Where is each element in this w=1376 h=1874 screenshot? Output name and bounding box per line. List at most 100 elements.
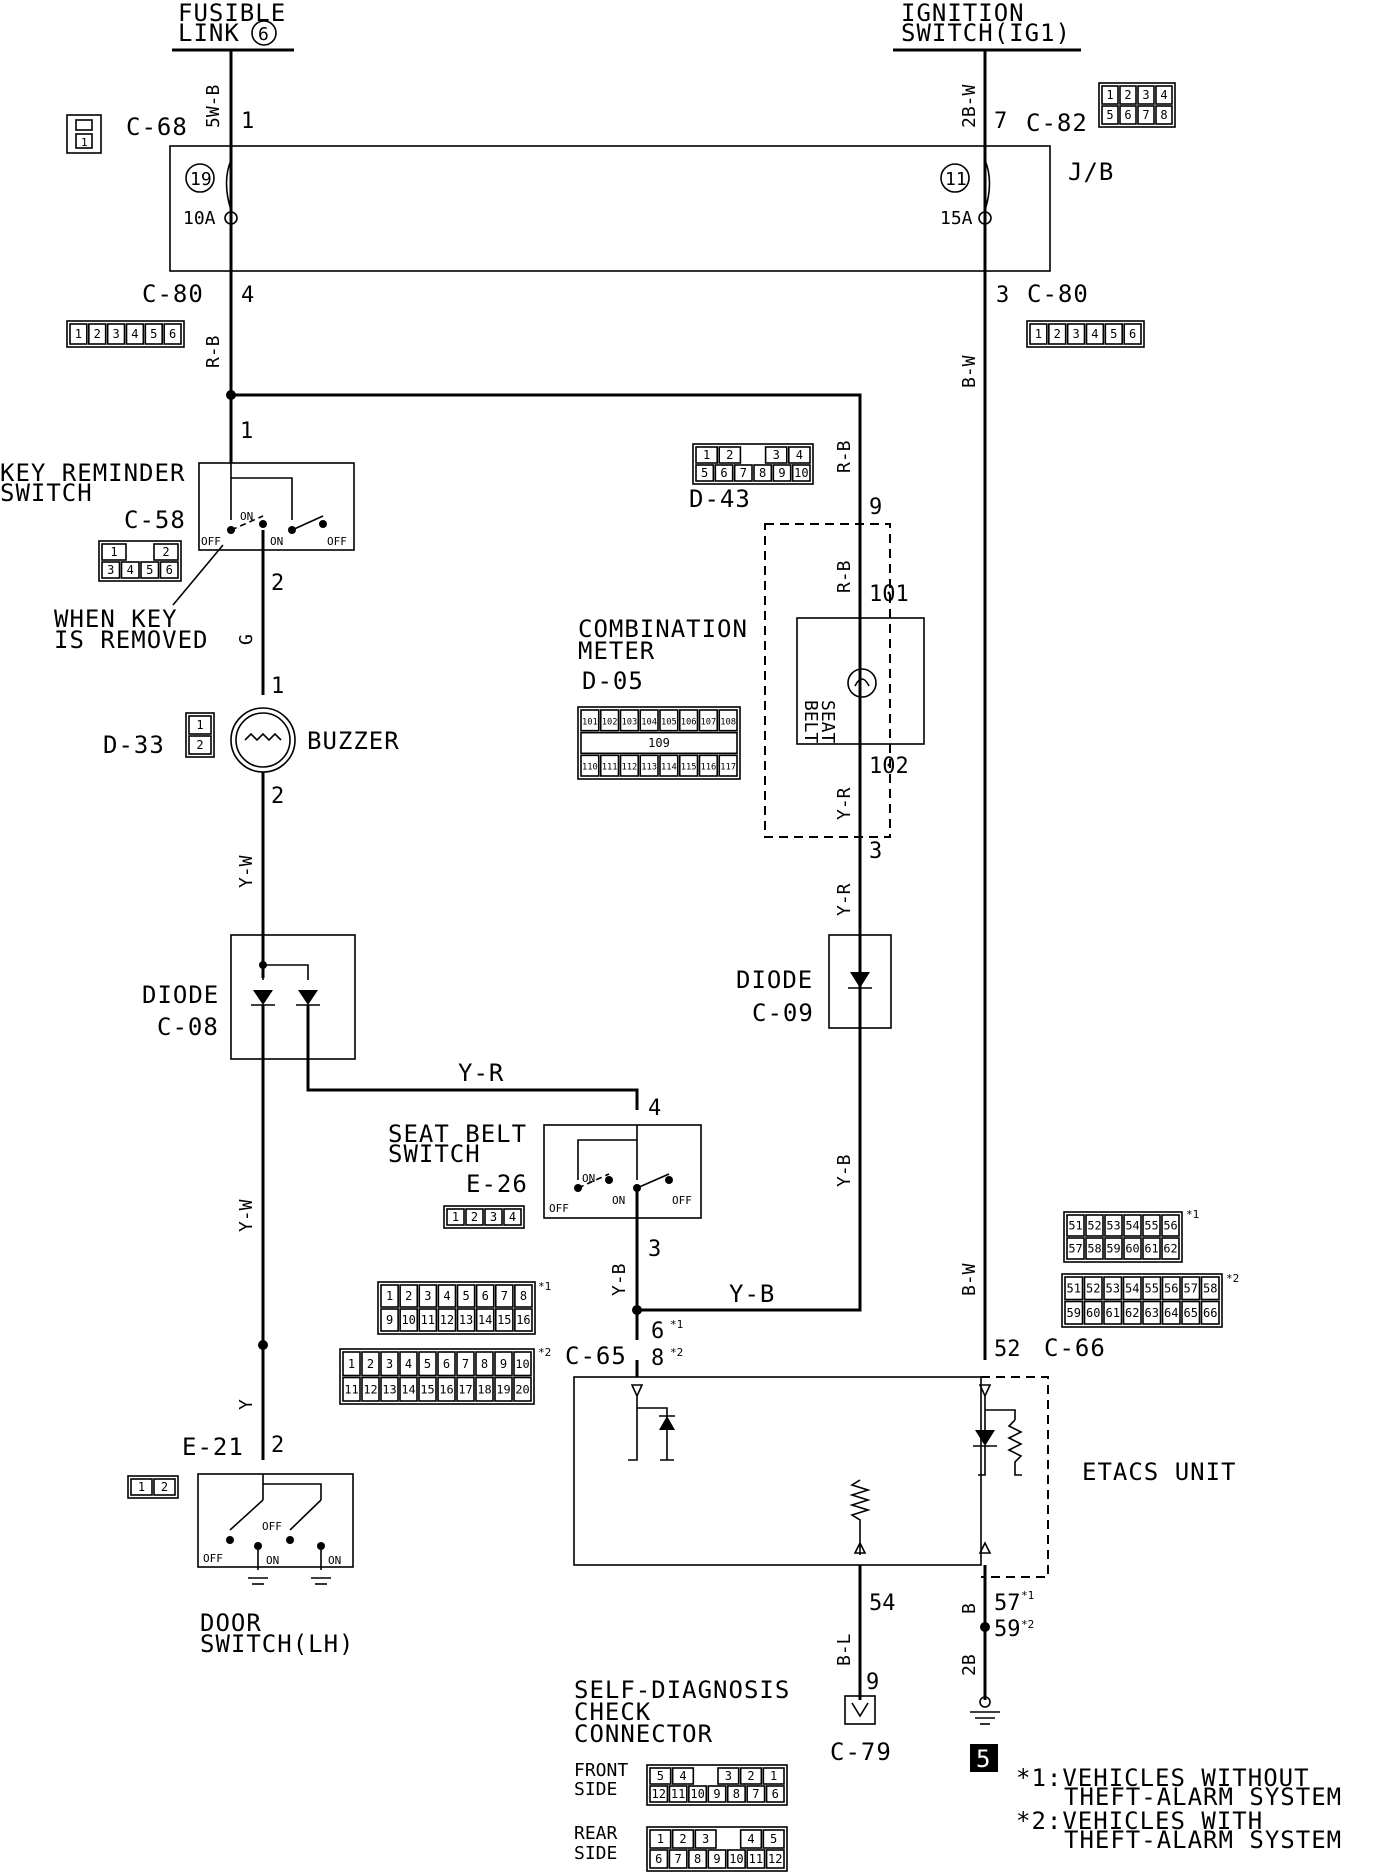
svg-text:1: 1 xyxy=(241,109,254,134)
diode-c09: DIODE C-09 xyxy=(736,934,892,1029)
svg-text:54: 54 xyxy=(869,1591,896,1616)
svg-text:C-80: C-80 xyxy=(142,280,204,308)
svg-text:57: 57 xyxy=(994,1591,1021,1616)
pin-number: 2 xyxy=(1124,88,1131,102)
wire-color-bw-top: B-W xyxy=(959,355,980,388)
pin-number: 61 xyxy=(1106,1306,1120,1320)
pin-number: 51 xyxy=(1067,1281,1081,1295)
wire-color-yb-bottom: Y-B xyxy=(729,1280,775,1308)
pin-cell xyxy=(140,561,160,579)
svg-text:THEFT-ALARM SYSTEM: THEFT-ALARM SYSTEM xyxy=(1064,1783,1342,1811)
svg-text:CONNECTOR: CONNECTOR xyxy=(574,1720,713,1748)
pin-cell xyxy=(714,464,734,482)
pin-number: 2 xyxy=(1054,327,1061,341)
svg-text:3: 3 xyxy=(996,283,1009,308)
pin-number: 7 xyxy=(1142,108,1149,122)
pin-number: 3 xyxy=(725,1769,732,1783)
pin-cell xyxy=(787,446,811,464)
pin-number: 9 xyxy=(778,466,785,480)
pin-cell xyxy=(1122,1276,1142,1301)
pin-cell xyxy=(1161,1237,1180,1260)
pin-number: 6 xyxy=(169,327,176,341)
svg-text:LINK: LINK xyxy=(178,19,240,47)
svg-text:*1: *1 xyxy=(1186,1208,1199,1221)
wire-color-5wb: 5W-B xyxy=(203,85,224,128)
pin-number: 110 xyxy=(582,763,598,773)
pin-number: 4 xyxy=(1091,327,1098,341)
pin-cell xyxy=(513,1351,532,1377)
svg-text:C-68: C-68 xyxy=(126,113,188,141)
svg-text:*2:VEHICLES WITH: *2:VEHICLES WITH xyxy=(1016,1807,1263,1835)
pin-cell xyxy=(380,1376,399,1402)
pin-number: 60 xyxy=(1086,1306,1100,1320)
svg-text:C-82: C-82 xyxy=(1026,109,1088,137)
pin-cell xyxy=(678,709,699,732)
pin-cell xyxy=(399,1351,418,1377)
pin-number: 5 xyxy=(1106,108,1113,122)
pin-cell xyxy=(153,1478,176,1496)
pin-cell xyxy=(418,1308,438,1332)
pin-cell xyxy=(1101,85,1119,105)
svg-text:SEAT: SEAT xyxy=(817,700,838,744)
pin-number: 59 xyxy=(1106,1242,1120,1256)
pin-cell xyxy=(475,1308,495,1332)
pin-number: 53 xyxy=(1106,1281,1120,1295)
pin-number: 112 xyxy=(621,763,637,773)
pin-number: 15 xyxy=(497,1313,511,1327)
pin-number: 105 xyxy=(661,717,677,727)
pin-cell xyxy=(437,1376,456,1402)
pin-number: 6 xyxy=(166,563,173,577)
svg-text:C-79: C-79 xyxy=(830,1738,892,1766)
pin-cell xyxy=(1181,1300,1201,1325)
pin-cell xyxy=(1123,323,1142,345)
pin-cell xyxy=(101,543,127,561)
pin-cell xyxy=(726,1849,746,1869)
svg-text:D-43: D-43 xyxy=(689,485,751,513)
svg-text:OFF: OFF xyxy=(549,1202,569,1215)
pin-number: 8 xyxy=(481,1357,488,1371)
pin-cell xyxy=(649,1829,672,1849)
pin-number: 108 xyxy=(720,717,736,727)
pin-number: 62 xyxy=(1163,1242,1177,1256)
pin-cell xyxy=(671,1767,695,1785)
pin-number: 111 xyxy=(602,763,618,773)
diode-c08: DIODE C-08 xyxy=(142,934,356,1060)
wire-color-2bw: 2B-W xyxy=(959,84,980,128)
pin-cell xyxy=(380,1308,399,1332)
pin-cell xyxy=(1066,323,1086,345)
pin-cell xyxy=(639,754,659,777)
pin-number: 55 xyxy=(1144,1219,1158,1233)
wire-color-bl: B-L xyxy=(834,1633,855,1666)
pin-number: 11 xyxy=(671,1787,685,1801)
pin-number: 3 xyxy=(1142,88,1149,102)
svg-text:5: 5 xyxy=(976,1745,991,1773)
svg-text:B-W: B-W xyxy=(959,1263,980,1296)
pin-number: 4 xyxy=(1160,88,1167,102)
self-diag-terminal: 9 C-79 xyxy=(830,1670,892,1766)
svg-text:OFF: OFF xyxy=(203,1552,223,1565)
pin-number: 7 xyxy=(501,1289,508,1303)
svg-text:DIODE: DIODE xyxy=(142,981,219,1009)
svg-text:1: 1 xyxy=(271,674,284,699)
pin-number: 1 xyxy=(75,327,82,341)
svg-text:E-21: E-21 xyxy=(182,1433,244,1461)
pin-number: 1 xyxy=(196,718,203,732)
pin-number: 2 xyxy=(405,1289,412,1303)
pin-cell xyxy=(1142,1237,1161,1260)
pin-number: 1 xyxy=(703,448,710,462)
svg-text:C-80: C-80 xyxy=(1027,280,1089,308)
pin-number: 4 xyxy=(796,448,803,462)
pin-cell xyxy=(380,1351,399,1377)
svg-text:3: 3 xyxy=(648,1237,661,1262)
svg-text:C-65: C-65 xyxy=(565,1342,627,1370)
pin-cell xyxy=(1142,1214,1161,1237)
pin-number: 13 xyxy=(382,1382,396,1396)
svg-text:OFF: OFF xyxy=(327,535,347,548)
key-reminder-switch: 1 KEY REMINDER SWITCH ON OFF ON OFF 2 C-… xyxy=(0,395,355,695)
svg-text:Y-R: Y-R xyxy=(834,787,855,820)
pin-number: 54 xyxy=(1125,1219,1139,1233)
pin-number: 4 xyxy=(509,1210,516,1224)
